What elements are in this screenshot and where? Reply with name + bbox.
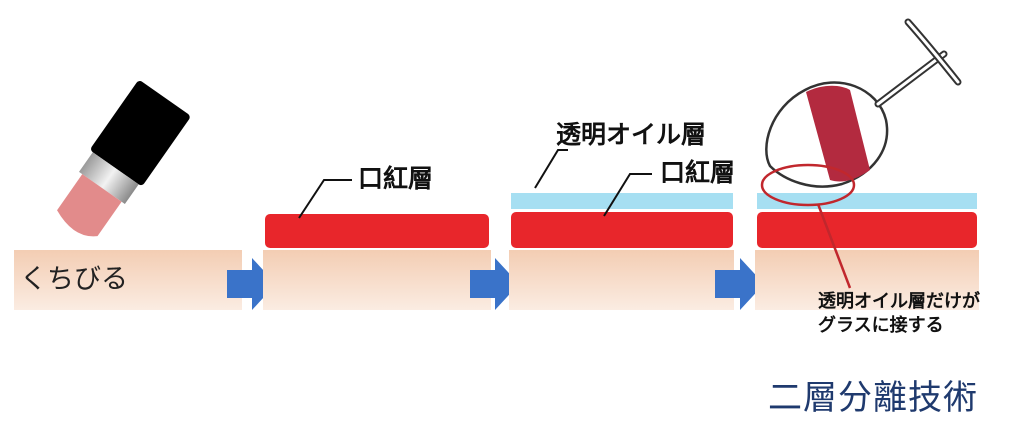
contact-pointer-line bbox=[816, 203, 852, 289]
oil-layer-stage4 bbox=[757, 193, 977, 209]
oil-layer-stage3 bbox=[511, 193, 733, 209]
contact-note: 透明オイル層だけが グラスに接する bbox=[818, 290, 980, 339]
contact-highlight-circle bbox=[760, 163, 856, 207]
lipstick-layer-label-1: 口紅層 bbox=[358, 164, 434, 193]
clear-oil-layer-label: 透明オイル層 bbox=[556, 120, 707, 149]
lip-skin-stage1 bbox=[14, 250, 242, 310]
leader-line-lipstick-2 bbox=[603, 173, 652, 217]
lip-skin-stage3 bbox=[509, 250, 734, 310]
lip-skin-stage2 bbox=[263, 250, 491, 310]
technology-title: 二層分離技術 bbox=[768, 378, 978, 418]
leader-line-oil bbox=[534, 149, 568, 189]
contact-note-line2: グラスに接する bbox=[818, 315, 944, 337]
lips-label: くちびる bbox=[20, 264, 128, 295]
lipstick-icon bbox=[57, 81, 190, 237]
arrow-right-icon bbox=[470, 258, 519, 310]
lipstick-layer-stage3 bbox=[511, 212, 733, 248]
wine-glass-icon bbox=[765, 18, 962, 188]
arrow-right-icon bbox=[715, 258, 764, 310]
leader-line-lipstick-1 bbox=[298, 179, 352, 219]
contact-note-line1: 透明オイル層だけが bbox=[818, 291, 980, 312]
lipstick-layer-stage4 bbox=[757, 212, 977, 248]
lipstick-layer-label-2: 口紅層 bbox=[660, 158, 736, 187]
lipstick-layer-stage2 bbox=[265, 214, 489, 248]
lip-skin-stage4 bbox=[755, 250, 979, 310]
